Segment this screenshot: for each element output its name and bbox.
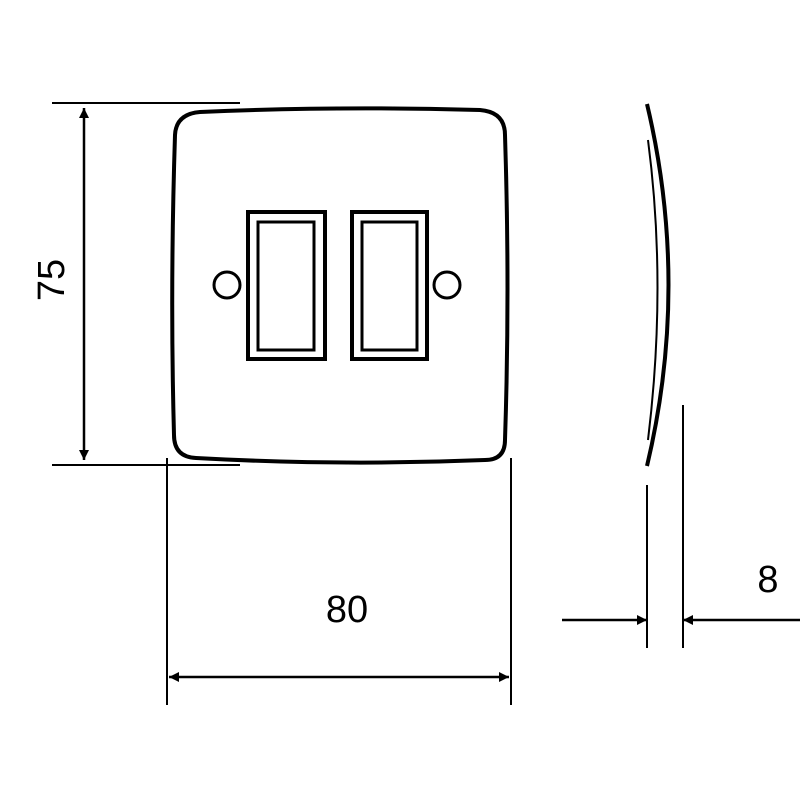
height-dimension: 75	[31, 102, 240, 466]
width-dimension: 80	[166, 458, 512, 705]
side-view	[645, 103, 671, 467]
depth-dimension-label: 8	[757, 559, 778, 601]
side-profile	[645, 103, 671, 467]
left-screw-hole	[212, 270, 242, 300]
left-rocker-switch	[246, 210, 327, 361]
right-screw-hole	[432, 270, 462, 300]
right-rocker-inner	[360, 220, 419, 352]
depth-dimension: 8	[562, 405, 800, 648]
plate-outline	[170, 106, 510, 465]
left-rocker-frame	[246, 210, 327, 361]
right-rocker-switch	[350, 210, 429, 361]
right-rocker-frame	[350, 210, 429, 361]
front-view	[170, 106, 510, 465]
left-rocker-inner	[256, 220, 316, 352]
side-profile-inner	[647, 139, 659, 441]
width-dimension-label: 80	[326, 589, 368, 631]
height-dimension-label: 75	[31, 259, 73, 301]
